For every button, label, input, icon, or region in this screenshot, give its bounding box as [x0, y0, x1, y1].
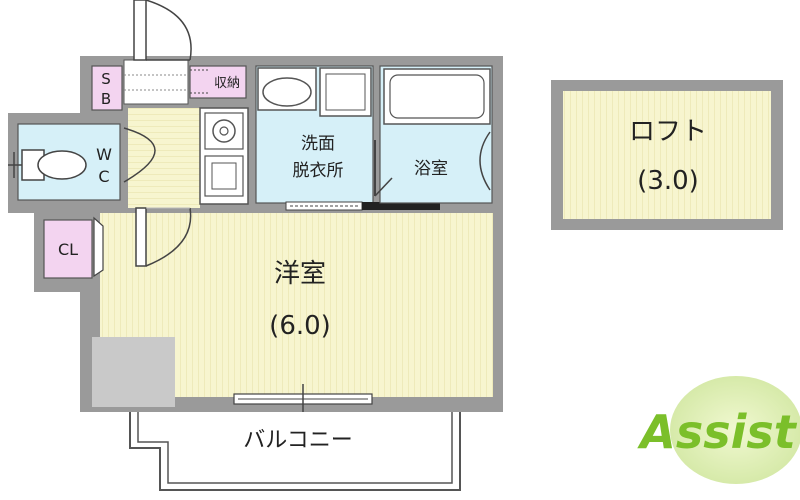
closet-door — [93, 216, 104, 278]
shoe-box: S B — [91, 65, 123, 111]
toilet-icon — [8, 149, 87, 181]
entrance-door — [133, 0, 192, 61]
closet-label: CL — [58, 240, 78, 259]
entrance-floor — [123, 59, 189, 105]
shoe-box-label-line2: B — [101, 90, 111, 108]
wc-room: W C — [8, 123, 156, 201]
balcony: バルコニー — [129, 412, 461, 491]
assist-logo-text: Assist — [637, 405, 798, 459]
storage: 収納 — [189, 65, 247, 99]
closet: CL — [43, 216, 104, 279]
balcony-window — [233, 384, 373, 412]
wash-basin-icon — [257, 67, 317, 111]
bathroom: 浴室 — [374, 65, 493, 204]
western-room-name: 洋室 — [274, 259, 326, 289]
wc-label-line1: W — [96, 145, 112, 164]
balcony-label: バルコニー — [243, 428, 353, 453]
washroom-label-line1: 洗面 — [301, 134, 335, 154]
washroom: 洗面 脱衣所 — [255, 65, 440, 211]
entrance-corridor — [128, 108, 200, 208]
stove-burner-icon — [212, 119, 236, 143]
wc-label-line2: C — [98, 167, 109, 186]
room-door — [135, 207, 192, 267]
bathtub-icon — [383, 68, 491, 125]
washroom-label-line2: 脱衣所 — [293, 161, 344, 181]
sink-icon — [204, 155, 244, 197]
kitchen — [199, 107, 249, 205]
loft-size: (3.0) — [637, 166, 699, 196]
washing-machine-space-icon — [319, 67, 372, 117]
western-room-size: (6.0) — [269, 311, 331, 341]
wc-door-swing — [123, 127, 156, 183]
shoe-box-label-line1: S — [101, 70, 111, 88]
loft-name: ロフト — [629, 117, 707, 147]
storage-label: 収納 — [214, 76, 240, 91]
assist-logo: Assist — [637, 376, 800, 484]
bath-label: 浴室 — [414, 159, 448, 179]
loft: ロフト (3.0) — [551, 80, 783, 230]
western-room: 洋室 (6.0) — [92, 213, 493, 407]
